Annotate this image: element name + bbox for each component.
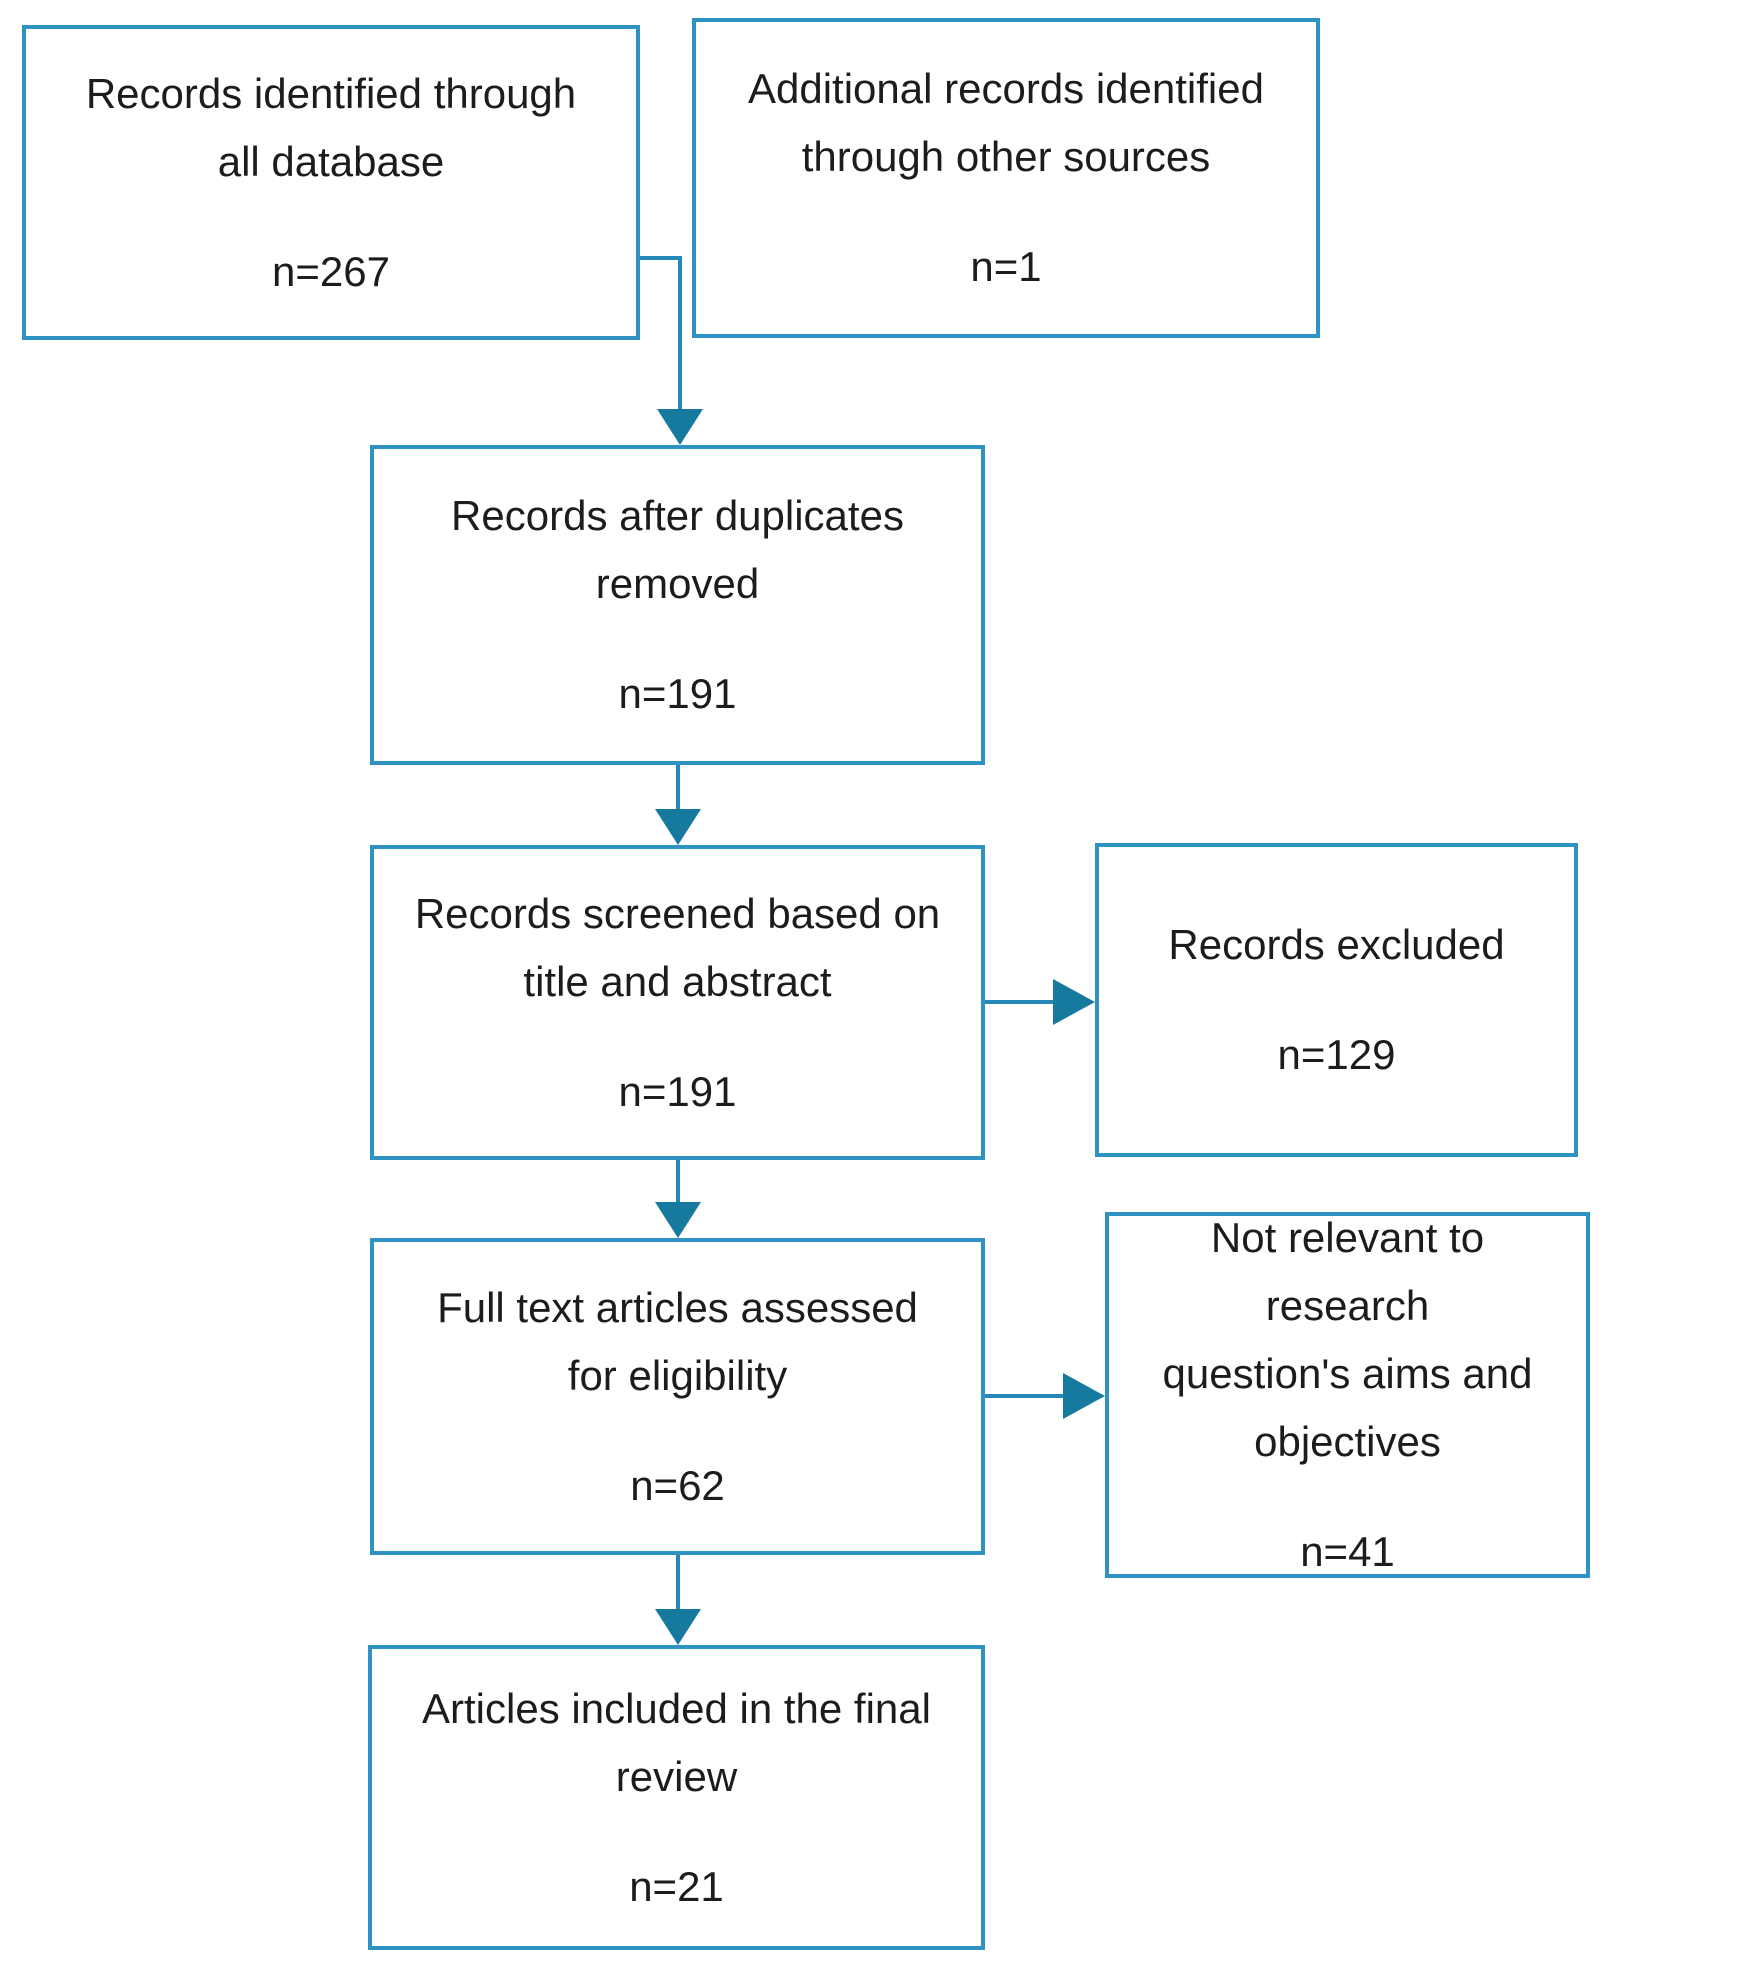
box-label-line: for eligibility [567, 1351, 788, 1399]
box-count: n=62 [630, 1461, 725, 1509]
connector-identified-duplicates [640, 256, 682, 409]
box-additional-records: Additional records identified through ot… [692, 18, 1320, 338]
box-not-relevant: Not relevant to research question's aims… [1105, 1212, 1590, 1578]
box-records-identified: Records identified through all database … [22, 25, 640, 340]
box-label-line: through other sources [801, 133, 1211, 180]
box-label-line: removed [595, 560, 760, 607]
box-label: Records screened based on title and abst… [415, 880, 940, 1016]
arrowhead-right-icon [1053, 979, 1095, 1025]
arrowhead-down-icon [657, 409, 703, 445]
box-label-line: review [615, 1752, 738, 1800]
box-label-line: question's aims and [1162, 1350, 1533, 1397]
box-label-line: Not relevant to research [1210, 1214, 1485, 1329]
box-count: n=1 [970, 243, 1042, 290]
arrowhead-down-icon [655, 809, 701, 845]
box-duplicates-removed: Records after duplicates removed n=191 [370, 445, 985, 765]
box-fulltext-assessed: Full text articles assessed for eligibil… [370, 1238, 985, 1555]
box-label: Articles included in the final review [422, 1675, 931, 1811]
box-label-line: title and abstract [523, 957, 832, 1005]
arrowhead-right-icon [1063, 1373, 1105, 1419]
box-articles-included: Articles included in the final review n=… [368, 1645, 985, 1950]
box-count: n=41 [1300, 1528, 1395, 1575]
box-label: Records identified through all database [86, 60, 576, 196]
box-label: Full text articles assessed for eligibil… [437, 1274, 918, 1410]
box-label-line: objectives [1254, 1418, 1441, 1465]
box-records-screened: Records screened based on title and abst… [370, 845, 985, 1160]
box-count: n=191 [618, 670, 737, 717]
box-label-line: Records after duplicates [451, 492, 904, 539]
box-label: Additional records identified through ot… [748, 55, 1264, 191]
arrowhead-down-icon [655, 1202, 701, 1238]
box-label-line: Full text articles assessed [437, 1283, 918, 1331]
box-records-excluded: Records excluded n=129 [1095, 843, 1578, 1157]
arrowhead-down-icon [655, 1609, 701, 1645]
box-label-line: Records identified through [85, 69, 577, 117]
box-label: Records after duplicates removed [451, 482, 904, 618]
box-label-line: Records screened based on [414, 889, 941, 937]
box-count: n=129 [1277, 1031, 1396, 1078]
box-count: n=191 [618, 1067, 737, 1115]
box-label: Not relevant to research question's aims… [1133, 1204, 1562, 1476]
box-count: n=21 [629, 1862, 724, 1910]
box-label-line: all database [217, 137, 445, 185]
box-count: n=267 [272, 247, 390, 295]
box-label-line: Articles included in the final [422, 1684, 931, 1732]
box-label-line: Records excluded [1168, 921, 1505, 968]
box-label-line: Additional records identified [748, 65, 1264, 112]
box-label: Records excluded [1168, 911, 1504, 979]
